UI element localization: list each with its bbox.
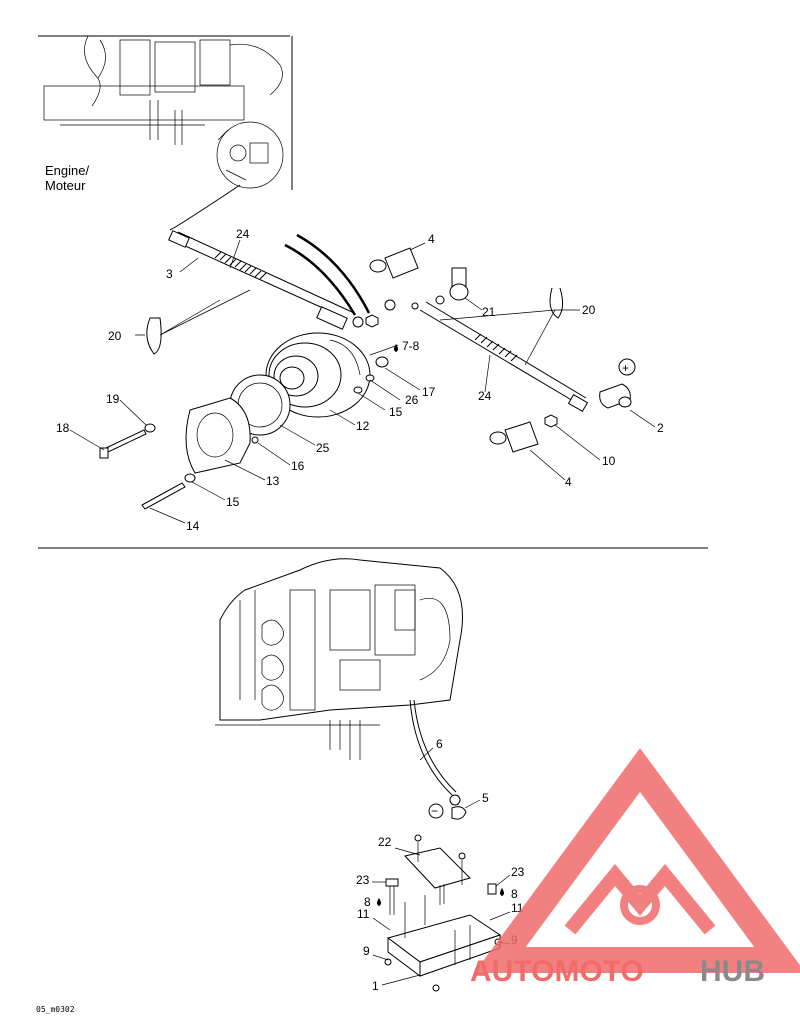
nut-upper bbox=[365, 299, 396, 328]
callout-17: 17 bbox=[422, 385, 436, 399]
callout-25: 25 bbox=[316, 441, 330, 455]
leader-6 bbox=[419, 747, 434, 761]
callout-1: 1 bbox=[372, 979, 379, 993]
callout-5: 5 bbox=[482, 791, 489, 805]
callout-13: 13 bbox=[266, 474, 280, 488]
battery-clamp-positive bbox=[599, 383, 632, 409]
callout-6: 6 bbox=[436, 737, 443, 751]
negative-sign-circle bbox=[428, 803, 444, 819]
tray-bolts bbox=[384, 834, 502, 992]
callout-15-upper: 15 bbox=[389, 405, 403, 419]
cover-13 bbox=[185, 397, 259, 474]
screw-14 bbox=[141, 473, 196, 510]
leader-5 bbox=[464, 799, 481, 809]
callout-20-left: 20 bbox=[108, 329, 122, 343]
callout-8-left: 8 bbox=[364, 895, 371, 909]
engine-label-line1: Engine/ bbox=[45, 163, 89, 178]
ground-cable bbox=[409, 699, 467, 820]
negative-sign: − bbox=[431, 804, 438, 818]
leader-lines-upper bbox=[69, 239, 656, 524]
callout-23-left: 23 bbox=[356, 873, 370, 887]
callout-16: 16 bbox=[291, 459, 305, 473]
positive-sign-circle bbox=[618, 358, 636, 376]
callout-23-right: 23 bbox=[511, 865, 525, 879]
callout-7-8: 7-8 bbox=[402, 339, 420, 353]
callout-10: 10 bbox=[602, 454, 616, 468]
drop-icon-7-8 bbox=[394, 344, 398, 352]
callout-4-upper: 4 bbox=[428, 232, 435, 246]
callout-18: 18 bbox=[56, 421, 70, 435]
positive-sign: + bbox=[622, 361, 629, 375]
callout-11-left: 11 bbox=[357, 907, 370, 921]
terminal-cover-lower bbox=[489, 421, 539, 453]
terminal-cover-upper bbox=[369, 247, 419, 279]
watermark-logo bbox=[474, 748, 800, 973]
battery-tray bbox=[386, 847, 502, 977]
bolt-18 bbox=[99, 423, 156, 459]
tie-wrap-right bbox=[549, 287, 564, 319]
callout-14: 14 bbox=[186, 519, 200, 533]
callout-2: 2 bbox=[657, 421, 664, 435]
callout-21: 21 bbox=[482, 305, 496, 319]
watermark-text-primary: AUTOMOTO bbox=[470, 955, 644, 988]
callout-15-lower: 15 bbox=[226, 495, 240, 509]
callout-20-right: 20 bbox=[582, 303, 596, 317]
drawing-code: 05_m0302 bbox=[36, 1005, 75, 1014]
positive-cable-upper bbox=[168, 230, 364, 330]
callout-24-upper: 24 bbox=[236, 227, 250, 241]
drop-icons-tray bbox=[377, 888, 504, 906]
washers-group bbox=[353, 356, 389, 394]
callout-24-right: 24 bbox=[478, 389, 492, 403]
callout-3: 3 bbox=[166, 267, 173, 281]
callout-8-right: 8 bbox=[511, 887, 518, 901]
callout-12: 12 bbox=[356, 419, 370, 433]
engine-top-view bbox=[38, 35, 293, 231]
callout-22: 22 bbox=[378, 835, 392, 849]
positive-cable-right bbox=[411, 301, 589, 413]
engine-label-line2: Moteur bbox=[45, 178, 86, 193]
nut-10 bbox=[544, 414, 558, 428]
callout-26: 26 bbox=[405, 393, 419, 407]
connector-21 bbox=[435, 267, 469, 305]
tie-wrap-left bbox=[146, 317, 162, 355]
leader-lines-tray bbox=[372, 847, 511, 986]
twin-wires bbox=[284, 233, 371, 316]
engine-lower-view bbox=[215, 558, 463, 760]
callout-4-lower: 4 bbox=[565, 475, 572, 489]
callout-19: 19 bbox=[106, 392, 120, 406]
watermark-text-secondary: HUB bbox=[700, 955, 765, 988]
callout-9-left: 9 bbox=[363, 944, 370, 958]
